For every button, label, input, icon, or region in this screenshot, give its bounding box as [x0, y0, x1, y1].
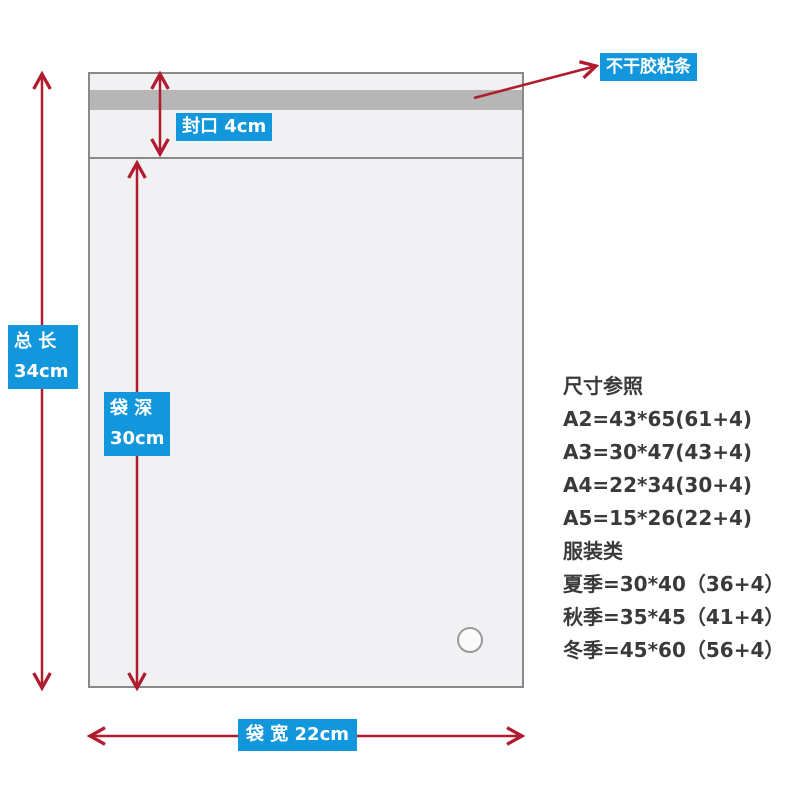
size-row-summer: 夏季=30*40（36+4）: [563, 572, 785, 596]
total-length-title: 总 长: [14, 331, 57, 352]
size-row-a3: A3=30*47(43+4): [563, 440, 753, 464]
depth-label: 袋 深 30cm: [104, 392, 170, 456]
width-label: 袋 宽 22cm: [238, 719, 358, 751]
seal-label: 封口 4cm: [176, 113, 273, 141]
hang-hole: [457, 627, 483, 653]
size-row-a4: A4=22*34(30+4): [563, 473, 753, 497]
clothing-title: 服装类: [563, 539, 623, 563]
total-length-label: 总 长 34cm: [8, 325, 78, 389]
tape-pointer-arrow: [473, 66, 596, 100]
size-row-a5: A5=15*26(22+4): [563, 506, 753, 530]
size-reference-title: 尺寸参照: [563, 374, 643, 398]
size-row-winter: 冬季=45*60（56+4）: [563, 638, 785, 662]
total-length-value: 34cm: [14, 361, 69, 382]
size-reference-list: 尺寸参照 A2=43*65(61+4) A3=30*47(43+4) A4=22…: [563, 370, 784, 667]
seal-line: [90, 157, 522, 159]
depth-value: 30cm: [110, 428, 165, 449]
depth-title: 袋 深: [110, 398, 153, 419]
size-row-autumn: 秋季=35*45（41+4）: [563, 605, 785, 629]
size-row-a2: A2=43*65(61+4): [563, 407, 753, 431]
tape-label: 不干胶粘条: [600, 53, 697, 81]
adhesive-strip: [90, 90, 522, 110]
bag-outline: [88, 72, 524, 688]
